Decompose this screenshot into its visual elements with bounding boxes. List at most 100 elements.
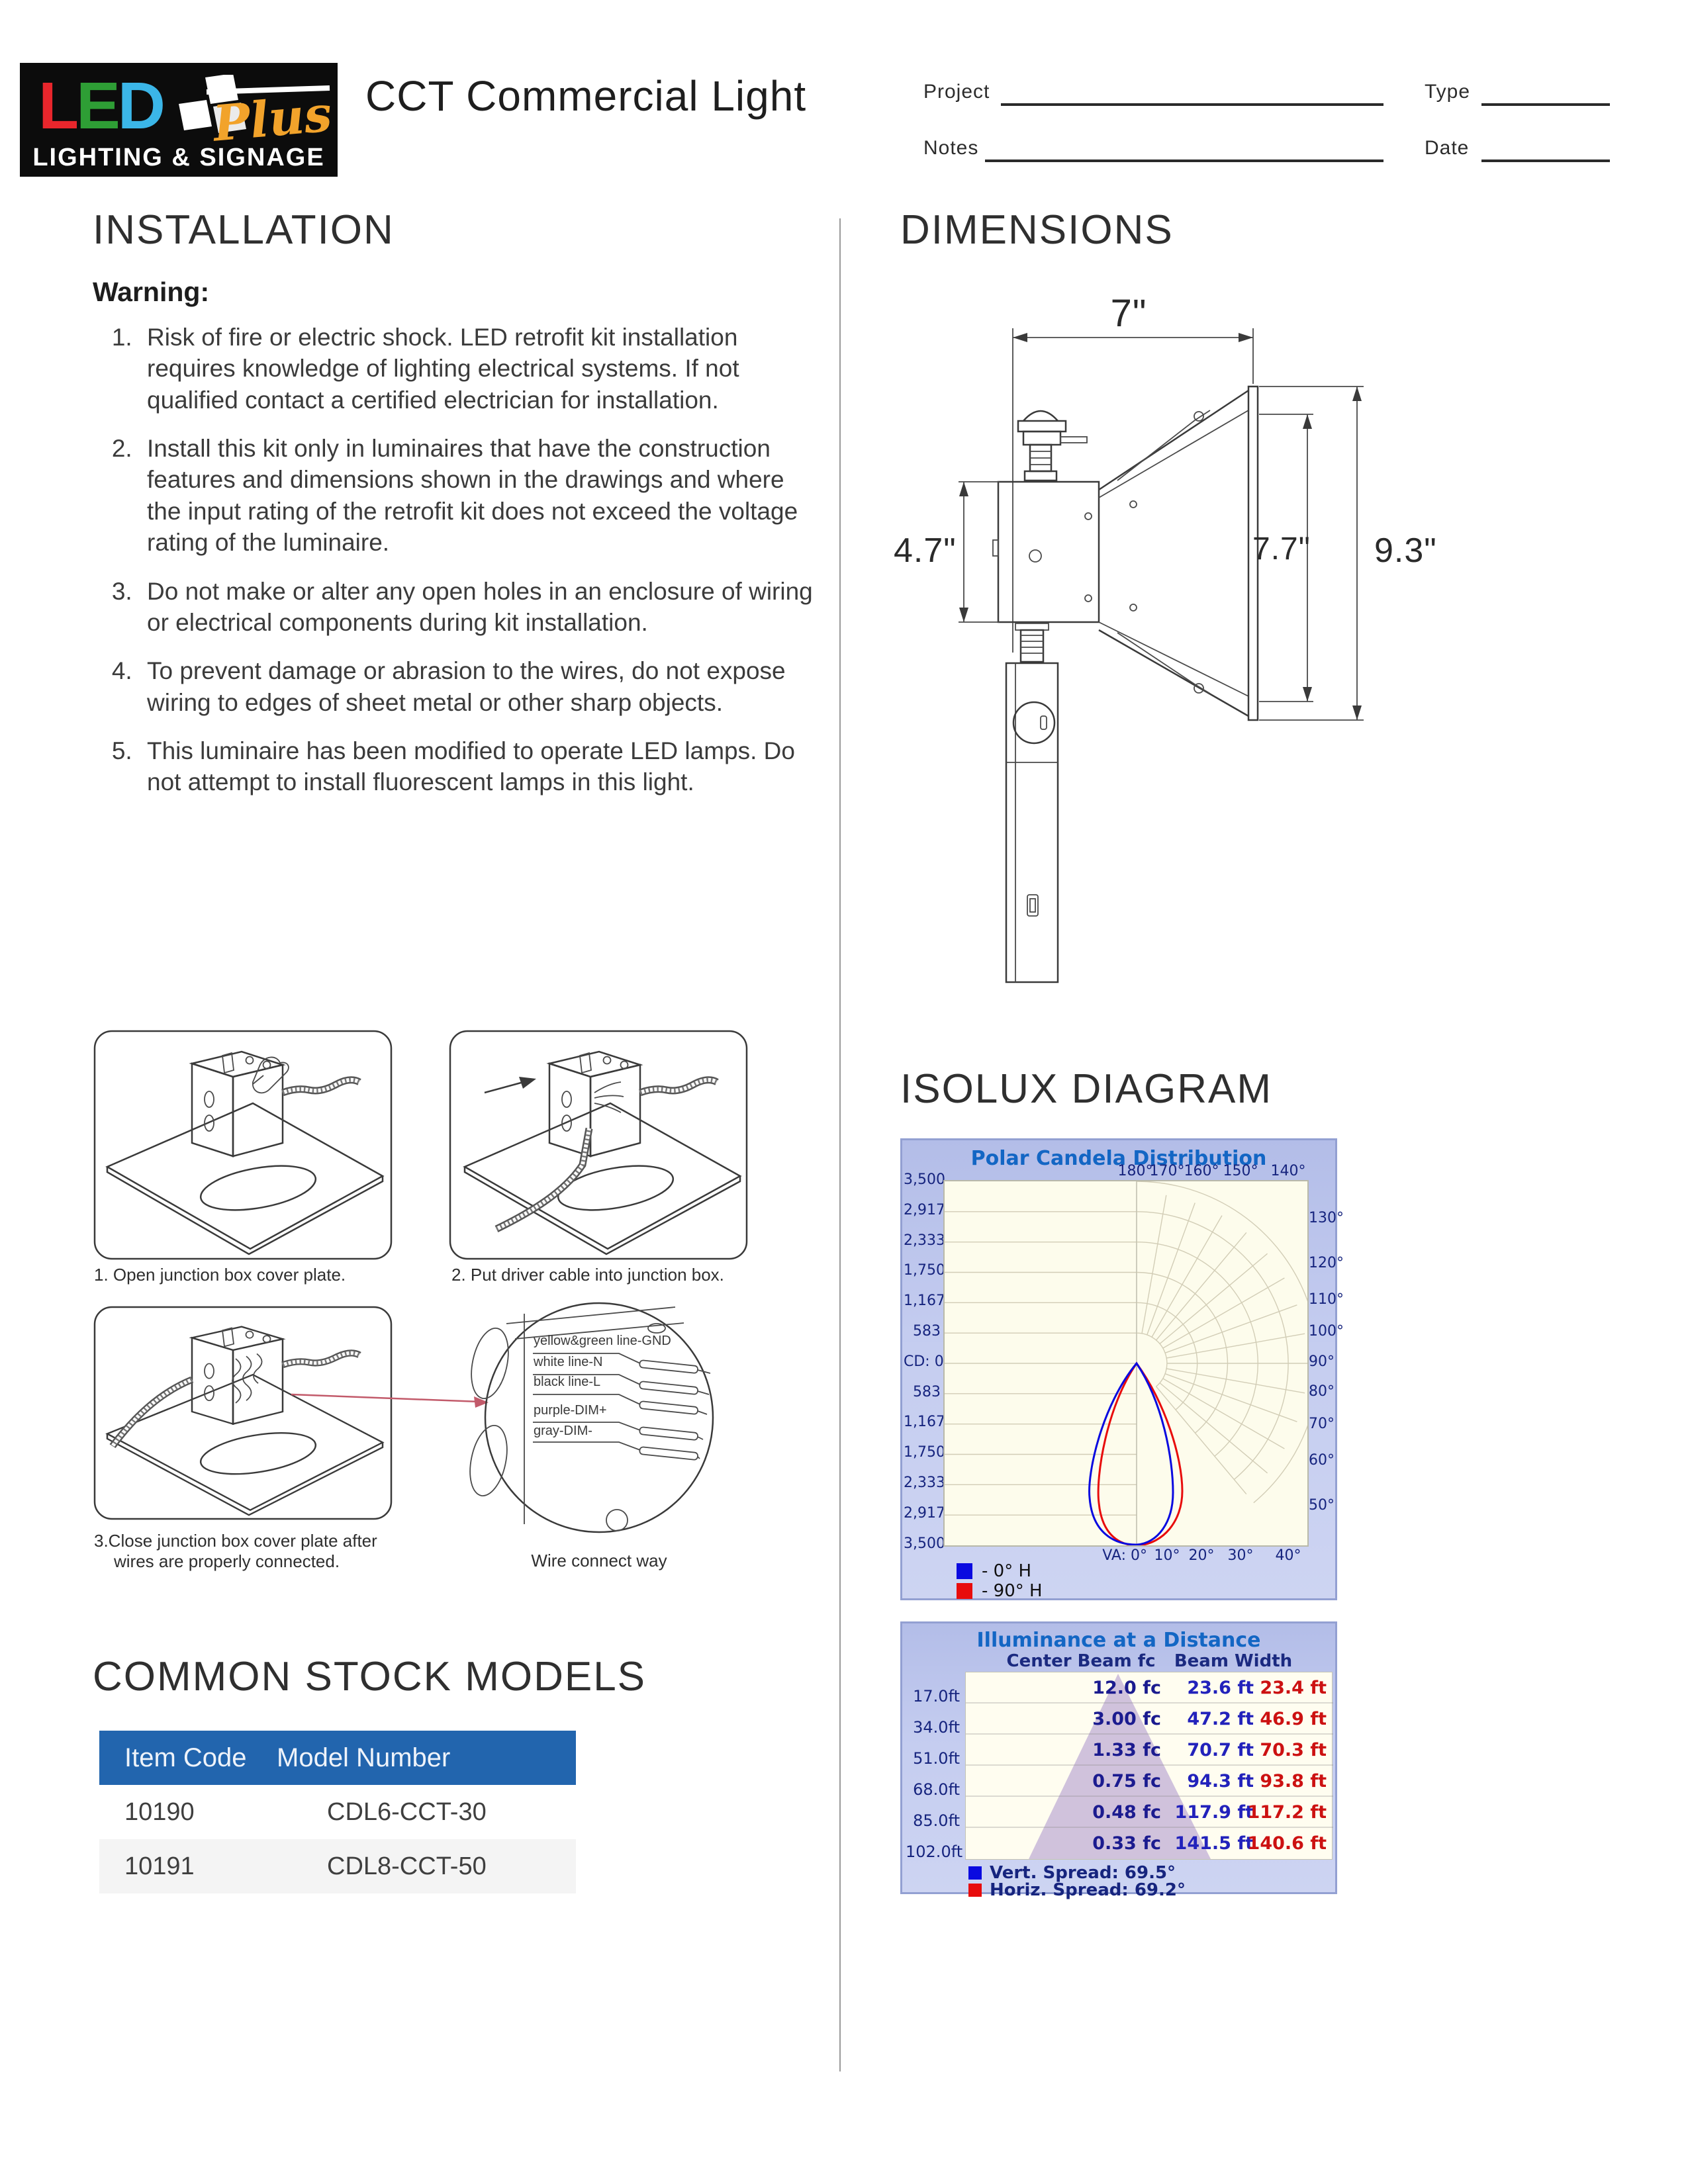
- checker-flag-icon: [179, 75, 330, 133]
- angle-tick: 120°: [1309, 1255, 1344, 1271]
- curve-0deg-h: [1088, 1361, 1174, 1545]
- page-title: CCT Commercial Light: [365, 72, 807, 120]
- cd-tick: 2,333: [904, 1232, 945, 1249]
- legend-label: - 90° H: [982, 1581, 1043, 1601]
- fixture-side-view: [959, 328, 1364, 983]
- notes-label: Notes: [923, 137, 979, 159]
- logo-letter-e: E: [76, 69, 120, 143]
- stock-models-heading: COMMON STOCK MODELS: [93, 1654, 647, 1700]
- project-label: Project: [923, 81, 990, 103]
- angle-tick: 90°: [1309, 1353, 1335, 1370]
- cd-tick: 1,167: [904, 1293, 945, 1309]
- wire-connect-caption: Wire connect way: [531, 1551, 667, 1570]
- angle-tick: 60°: [1309, 1452, 1335, 1469]
- logo-plus-word: Plus: [211, 85, 334, 153]
- beam-width-vert: 94.3 ft: [1187, 1771, 1254, 1792]
- beam-width-header: Beam Width: [1174, 1651, 1293, 1671]
- polar-legend-90h: - 90° H: [957, 1581, 1043, 1601]
- warning-item: To prevent damage or abrasion to the wir…: [139, 655, 822, 718]
- date-blank-line[interactable]: [1481, 159, 1610, 162]
- beam-width-horiz: 140.6 ft: [1247, 1833, 1327, 1854]
- dim-width-label: 7": [1110, 292, 1147, 335]
- beam-width-vert: 23.6 ft: [1187, 1678, 1254, 1698]
- step3-caption: 3.Close junction box cover plate after w…: [94, 1531, 377, 1571]
- dim-driver-height-label: 4.7": [894, 531, 957, 570]
- dimensions-drawing: 7" 4.7" 7.7" 9.3": [894, 285, 1450, 1006]
- type-label: Type: [1425, 81, 1471, 103]
- va-tick: 40°: [1275, 1547, 1301, 1564]
- polar-chart-title: Polar Candela Distribution: [970, 1147, 1267, 1170]
- angle-tick: 100°: [1309, 1323, 1344, 1340]
- center-beam-value: 0.48 fc: [1092, 1802, 1161, 1823]
- angle-tick: 80°: [1309, 1383, 1335, 1400]
- distance-tick: 68.0ft: [913, 1780, 960, 1799]
- center-beam-value: 1.33 fc: [1092, 1740, 1161, 1760]
- beam-width-horiz: 23.4 ft: [1260, 1678, 1327, 1698]
- wire-label-dim-plus: purple-DIM+: [534, 1403, 607, 1418]
- model-number-value: CDL6-CCT-30: [327, 1797, 487, 1826]
- red-pointer-arrow-icon: [474, 1396, 489, 1408]
- cd-tick: 583: [913, 1323, 941, 1340]
- illuminance-panel: Illuminance at a Distance Center Beam fc…: [900, 1621, 1337, 1900]
- date-label: Date: [1425, 137, 1470, 159]
- warning-item: Install this kit only in luminaires that…: [139, 433, 822, 558]
- beam-width-horiz: 46.9 ft: [1260, 1709, 1327, 1729]
- table-row: 10190 CDL6-CCT-30: [99, 1785, 576, 1839]
- dim-overall-height-label: 9.3": [1374, 531, 1437, 570]
- type-blank-line[interactable]: [1481, 103, 1610, 106]
- distance-tick: 51.0ft: [913, 1749, 960, 1768]
- junction-box-illustrations: [93, 1030, 748, 1533]
- beam-width-vert: 141.5 ft: [1174, 1833, 1254, 1854]
- beam-width-horiz: 117.2 ft: [1247, 1802, 1327, 1823]
- warning-item: Risk of fire or electric shock. LED retr…: [139, 322, 822, 416]
- angle-tick: 50°: [1309, 1497, 1335, 1514]
- angle-tick: 180°: [1117, 1163, 1153, 1179]
- legend-label: - 0° H: [982, 1561, 1032, 1581]
- legend-swatch-red: [968, 1884, 982, 1897]
- step1-caption: 1. Open junction box cover plate.: [94, 1265, 346, 1285]
- project-blank-line[interactable]: [1001, 103, 1383, 106]
- cd-tick: 2,917: [904, 1202, 945, 1218]
- stock-models-table: Item Code Model Number 10190 CDL6-CCT-30…: [99, 1731, 576, 1893]
- center-beam-value: 0.33 fc: [1092, 1833, 1161, 1854]
- wire-label-dim-minus: gray-DIM-: [534, 1424, 592, 1438]
- cd-zero-tick: CD: 0: [904, 1353, 944, 1370]
- polar-legend-0h: - 0° H: [957, 1561, 1031, 1581]
- center-beam-value: 3.00 fc: [1092, 1709, 1161, 1729]
- brand-logo: LED Plus LIGHTING & SIGNAGE: [20, 63, 338, 177]
- notes-blank-line[interactable]: [985, 159, 1383, 162]
- warning-list: Risk of fire or electric shock. LED retr…: [101, 322, 822, 815]
- cd-tick: 583: [913, 1384, 941, 1400]
- beam-width-horiz: 70.3 ft: [1260, 1740, 1327, 1760]
- step2-caption: 2. Put driver cable into junction box.: [451, 1265, 724, 1285]
- angle-tick: 140°: [1270, 1163, 1306, 1179]
- polar-plot: [945, 1181, 1307, 1545]
- angle-tick: 170°: [1149, 1163, 1185, 1179]
- stock-table-header: Item Code Model Number: [99, 1731, 576, 1785]
- cd-tick: 2,333: [904, 1475, 945, 1491]
- col-item-code: Item Code: [124, 1743, 247, 1772]
- logo-letter-d: D: [117, 69, 165, 143]
- cd-tick: 2,917: [904, 1505, 945, 1522]
- item-code-value: 10190: [124, 1797, 195, 1826]
- cd-tick: 1,167: [904, 1414, 945, 1430]
- distance-tick: 34.0ft: [913, 1718, 960, 1737]
- angle-tick: 160°: [1184, 1163, 1219, 1179]
- wire-label-gnd: yellow&green line-GND: [534, 1334, 671, 1348]
- angle-tick: 110°: [1309, 1291, 1344, 1308]
- distance-tick: 85.0ft: [913, 1811, 960, 1830]
- horiz-spread-legend: Horiz. Spread: 69.2°: [968, 1880, 1186, 1900]
- item-code-value: 10191: [124, 1852, 195, 1880]
- beam-width-vert: 70.7 ft: [1187, 1740, 1254, 1760]
- warning-item: Do not make or alter any open holes in a…: [139, 576, 822, 639]
- center-beam-value: 0.75 fc: [1092, 1771, 1161, 1792]
- polar-candela-panel: Polar Candela Distribution 180° 170° 160…: [900, 1138, 1344, 1601]
- cd-tick: 1,750: [904, 1444, 945, 1461]
- cd-tick: 1,750: [904, 1262, 945, 1279]
- illuminance-table: 12.0 fc 23.6 ft 23.4 ft 3.00 fc 47.2 ft …: [965, 1672, 1333, 1860]
- va-tick: 20°: [1188, 1547, 1215, 1564]
- installation-illustrations: 1. Open junction box cover plate. 2. Put…: [93, 1029, 821, 1588]
- isolux-heading: ISOLUX DIAGRAM: [900, 1066, 1272, 1112]
- dim-aperture-height-label: 7.7": [1252, 531, 1311, 567]
